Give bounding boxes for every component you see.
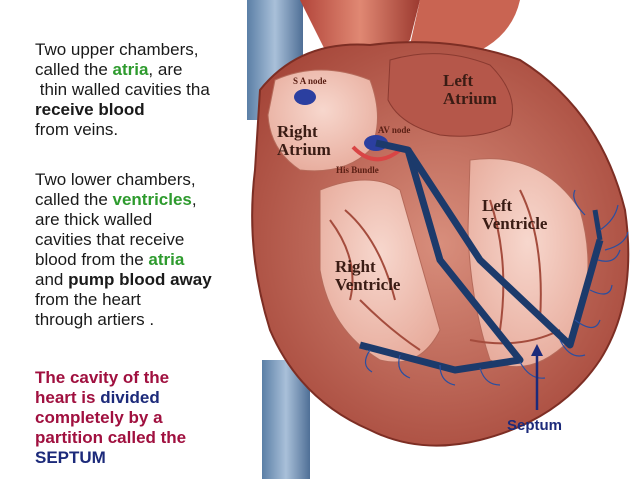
divided-highlight: divided [100,388,160,407]
ventricles-line-4: cavities that receive [35,230,185,249]
left-ventricle-label-line-2: Ventricle [482,214,548,233]
sa-node-label: S A node [293,76,327,86]
ventricles-line-5: blood from the atria [35,250,250,270]
ventricles-line-7: from the heart [35,290,141,309]
ventricles-line-5-pre: blood from the [35,250,149,269]
ventricles-line-1: Two lower chambers, [35,170,196,189]
atria-line-5: from veins. [35,120,119,139]
right-atrium-label: Right Atrium [277,123,331,159]
septum-arrow [531,344,543,410]
ventricles-line-6: and pump blood away [35,270,250,290]
conduction-pathways [359,139,604,374]
av-node-label: AV node [378,125,411,135]
septum-label: Septum [507,417,563,434]
ventricles-description: Two lower chambers, called the ventricle… [35,170,250,330]
left-ventricle-label-line-1: Left [482,196,513,215]
ventricles-line-8: through artiers . [35,310,155,329]
left-atrium-label-line-1: Left [443,71,474,90]
ventricles-line-2: called the ventricles, [35,190,250,210]
septum-line-2-pre: heart is [35,388,101,407]
purkinje-fibers [364,189,629,386]
left-atrium-label: Left Atrium [443,72,497,108]
atria-line-3: thin walled cavities tha [35,80,210,99]
right-ventricle-label: Right Ventricle [335,258,400,294]
septum-line-5: SEPTUM [35,448,106,467]
atria-highlight: atria [112,60,149,79]
right-ventricle [319,179,441,363]
left-atrium-label-line-2: Atrium [443,89,497,108]
right-ventricle-label-line-2: Ventricle [335,275,401,294]
ventricles-line-3: are thick walled [35,210,153,229]
right-ventricle-label-line-1: Right [335,257,376,276]
septum-line-2: heart is divided [35,388,235,408]
ventricles-highlight: ventricles [112,190,192,209]
right-atrium-label-line-1: Right [277,122,318,141]
atria-line-2: called the atria, are [35,60,250,80]
septum-line-3: completely by a [35,408,163,427]
atria-description: Two upper chambers, called the atria, ar… [35,40,250,140]
trabeculae [329,189,561,351]
atria-line-2-pre: called the [35,60,113,79]
septum-description: The cavity of the heart is divided compl… [35,368,235,468]
right-atrium-label-line-2: Atrium [277,140,331,159]
sa-node [294,89,316,105]
left-ventricle-label: Left Ventricle [482,197,547,233]
atria-line-4: receive blood [35,100,145,119]
ventricles-line-2-pre: called the [35,190,113,209]
septum-line-1: The cavity of the [35,368,170,387]
atria-highlight-2: atria [148,250,185,269]
left-atrium [387,53,513,137]
atria-line-1: Two upper chambers, [35,40,199,59]
atria-line-2-post: , are [148,60,183,79]
his-bundle-arc [351,145,402,162]
ventricles-line-2-post: , [191,190,197,209]
pump-blood-away: pump blood away [68,270,212,289]
his-bundle-label: His Bundle [336,165,379,175]
ventricles-line-6-pre: and [35,270,69,289]
septum-line-4: partition called the [35,428,187,447]
